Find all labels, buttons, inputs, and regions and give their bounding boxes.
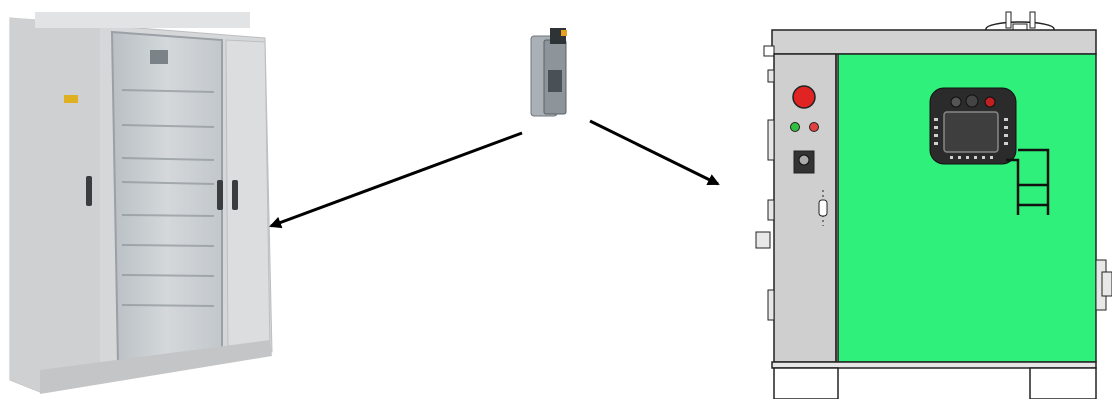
cabinet-label	[64, 95, 78, 103]
arrow-to-cabinet	[271, 133, 522, 226]
cabinet-handle-center	[217, 180, 223, 210]
machine-enclosure	[756, 12, 1112, 399]
machine-roof	[772, 30, 1096, 54]
io-module-terminal	[548, 70, 562, 92]
left-hinges	[756, 70, 774, 320]
machine-roof-lip	[764, 46, 774, 56]
emergency-stop-button	[793, 86, 815, 108]
red-indicator-light	[810, 123, 819, 132]
io-module-status-led	[561, 30, 567, 36]
cabinet-glass-door	[112, 32, 222, 365]
electrical-cabinet	[10, 12, 272, 394]
cabinet-top	[35, 12, 250, 28]
cabinet-handle-left	[86, 176, 92, 206]
cabinet-handle-right	[232, 180, 238, 210]
io-module	[531, 28, 567, 116]
cabinet-vent	[150, 50, 168, 64]
right-hinges	[1096, 260, 1112, 310]
arrow-to-machine	[590, 121, 718, 184]
machine-base	[772, 362, 1096, 399]
teach-pendant	[930, 88, 1016, 164]
green-indicator-light	[791, 123, 800, 132]
